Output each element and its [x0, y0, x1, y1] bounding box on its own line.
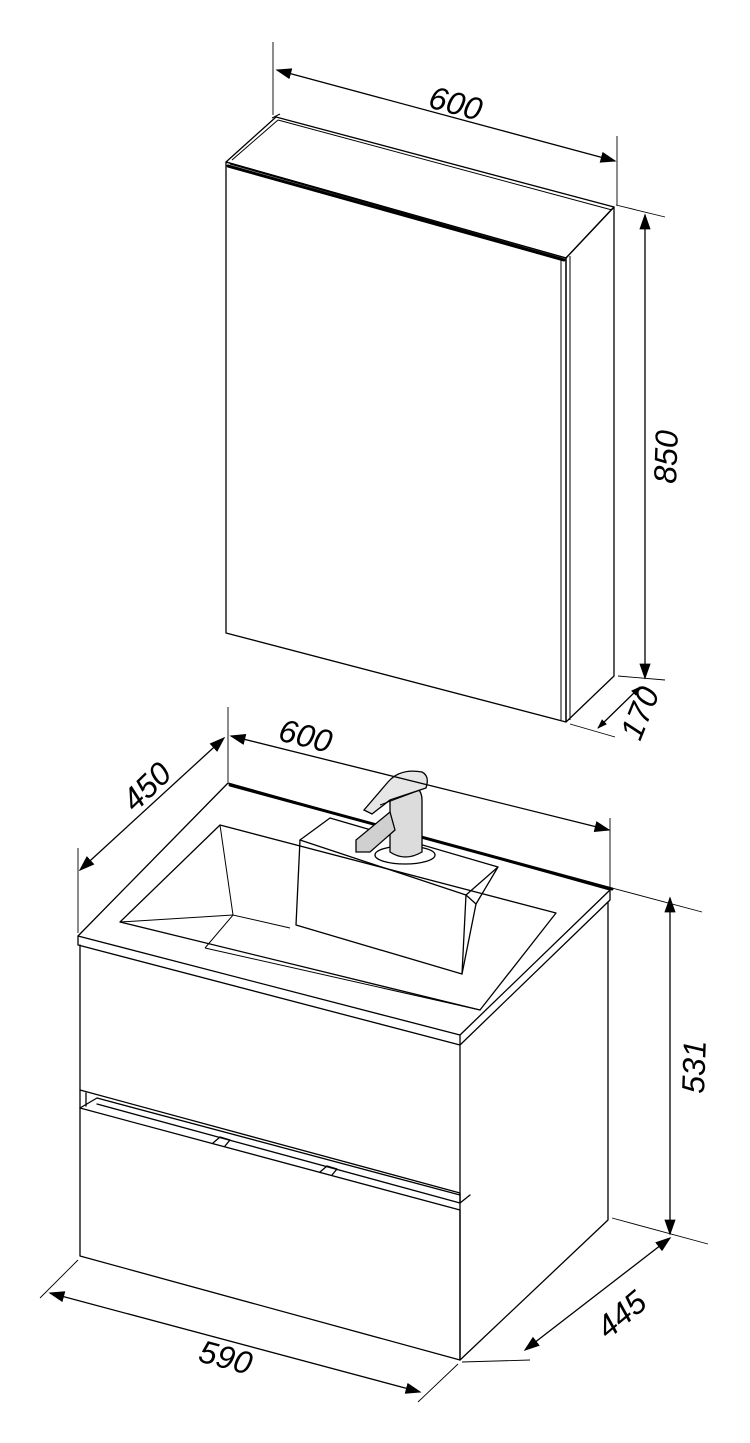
dimension-vanity-width: 590	[39, 1259, 459, 1403]
dimension-mirror-depth: 170	[569, 681, 667, 745]
dimension-mirror-height: 850	[615, 204, 685, 681]
vanity-width-label: 590	[195, 1333, 256, 1382]
sink-depth-label: 450	[115, 755, 179, 818]
mirror-cabinet-side	[565, 206, 615, 723]
dimension-vanity-height: 531	[611, 887, 713, 1245]
sink-countertop	[77, 782, 611, 1036]
vanity-cabinet	[79, 901, 609, 1361]
upper-drawer-bottom	[79, 1089, 461, 1204]
mirror-width-label: 600	[425, 79, 486, 128]
sink	[77, 782, 614, 1046]
drawer-handle-right	[319, 1165, 338, 1176]
mirror-depth-label: 170	[613, 681, 666, 744]
vanity-side	[459, 901, 609, 1361]
mirror-cabinet	[225, 113, 615, 723]
dimension-vanity-depth: 445	[461, 1237, 672, 1363]
mirror-cabinet-top	[225, 116, 615, 259]
faucet	[355, 770, 436, 865]
dimension-sink-depth: 450	[77, 736, 226, 933]
mirror-height-label: 850	[647, 429, 685, 484]
sink-width-label: 600	[275, 712, 336, 760]
vanity-height-label: 531	[675, 1040, 713, 1095]
dimension-mirror-width: 600	[272, 42, 618, 205]
vanity-front	[79, 944, 461, 1361]
drawer-handle-left	[212, 1136, 231, 1147]
